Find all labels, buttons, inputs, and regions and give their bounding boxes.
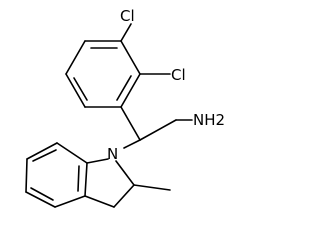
double-bond-inner	[77, 165, 80, 192]
bond	[113, 184, 135, 208]
bond	[84, 195, 115, 208]
bond	[120, 106, 141, 141]
bond	[139, 119, 177, 141]
bond	[54, 195, 86, 208]
double-bond-inner	[32, 149, 57, 162]
dichlorophenyl-ring	[65, 40, 141, 108]
double-bond-inner	[116, 75, 132, 101]
bond	[120, 73, 141, 108]
cl-right-label: Cl	[171, 66, 186, 84]
indoline-benzene-ring	[25, 142, 88, 208]
bond	[84, 162, 88, 197]
bond-to-cl-top	[120, 23, 132, 42]
bond	[86, 158, 109, 164]
bond	[25, 191, 56, 208]
bond	[25, 158, 28, 193]
bond	[26, 142, 58, 160]
bond-to-nitrogen	[123, 139, 141, 149]
cl-top-label: Cl	[120, 7, 135, 25]
bond-to-methyl	[133, 184, 171, 191]
bond	[115, 160, 135, 186]
double-bond-inner	[30, 187, 54, 201]
bond	[65, 73, 86, 108]
double-bond-inner	[73, 77, 88, 101]
nitrogen-label: N	[107, 145, 118, 163]
bond	[56, 142, 88, 164]
bond	[120, 40, 141, 75]
structure-diagram: Cl Cl NH2 N	[25, 7, 225, 208]
bond	[65, 40, 86, 75]
amine-label: NH2	[193, 111, 225, 129]
indoline-five-ring	[84, 158, 135, 208]
